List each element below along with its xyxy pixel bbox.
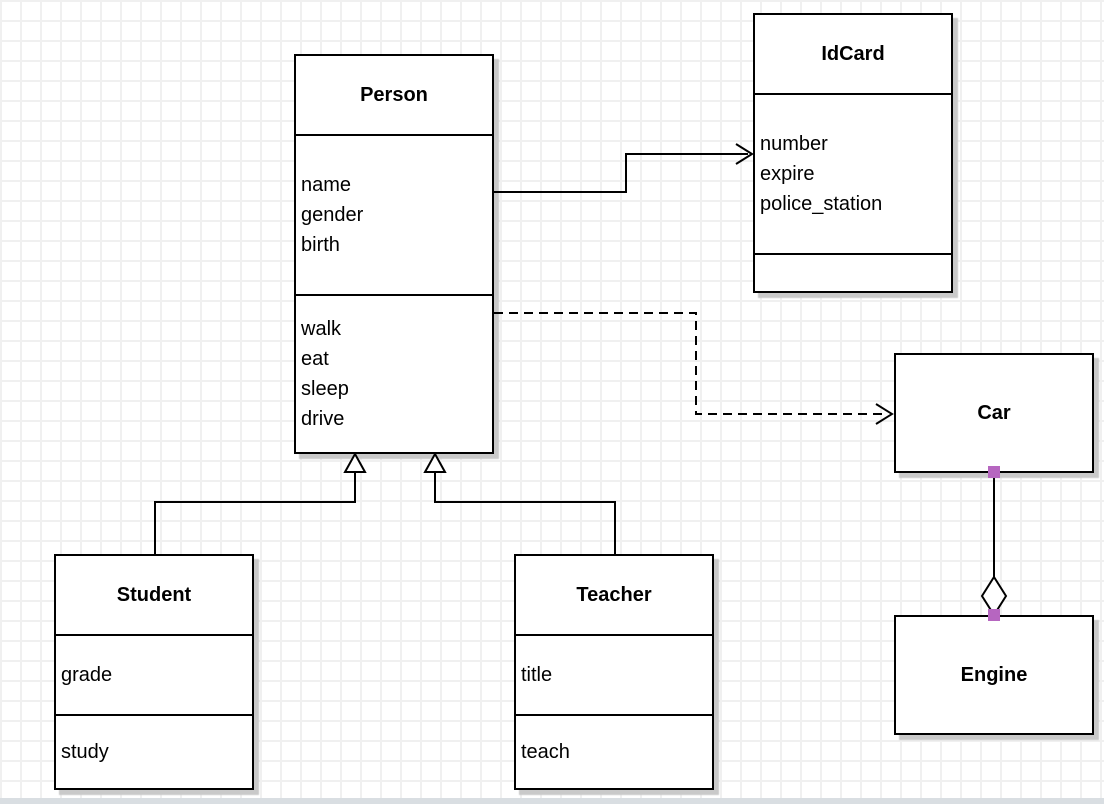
class-teacher[interactable]: Teacher title teach (514, 554, 714, 790)
class-student-methods: study (56, 714, 252, 788)
attribute: grade (61, 664, 113, 686)
class-student[interactable]: Student grade study (54, 554, 254, 790)
method: teach (521, 741, 570, 763)
class-engine-title: Engine (960, 663, 1028, 686)
page-bottom-edge (0, 798, 1104, 804)
class-car[interactable]: Car (894, 353, 1094, 473)
class-teacher-title: Teacher (576, 583, 652, 606)
open-arrowhead-icon (875, 403, 894, 425)
open-arrowhead-icon (735, 143, 754, 165)
class-student-title: Student (116, 583, 192, 606)
class-person-methods: walk eat sleep drive (296, 294, 492, 452)
edge-association-person-idcard[interactable] (494, 143, 754, 193)
method: drive (301, 408, 345, 430)
attribute: name (301, 174, 352, 196)
class-idcard-attributes: number expire police_station (755, 93, 951, 253)
attribute: expire (760, 163, 815, 185)
attribute: title (521, 664, 553, 686)
method: eat (301, 348, 329, 370)
class-student-attributes: grade (56, 634, 252, 714)
class-car-title: Car (977, 401, 1011, 424)
attribute: gender (301, 204, 364, 226)
class-person-title: Person (360, 83, 428, 106)
edge-generalization-student-person[interactable] (154, 451, 367, 554)
attribute: police_station (760, 193, 883, 215)
class-person[interactable]: Person name gender birth walk eat sleep … (294, 54, 494, 454)
hollow-diamond-icon (980, 575, 1008, 617)
class-idcard[interactable]: IdCard number expire police_station (753, 13, 953, 293)
method: walk (301, 318, 342, 340)
hollow-triangle-icon (423, 451, 447, 473)
class-engine[interactable]: Engine (894, 615, 1094, 735)
attribute: number (760, 133, 828, 155)
class-idcard-title: IdCard (821, 42, 885, 65)
class-teacher-attributes: title (516, 634, 712, 714)
edge-aggregation-car-engine[interactable] (980, 466, 1008, 621)
method: study (61, 741, 109, 763)
hollow-triangle-icon (343, 451, 367, 473)
class-teacher-methods: teach (516, 714, 712, 788)
attribute: birth (301, 234, 340, 256)
class-person-attributes: name gender birth (296, 134, 492, 294)
edge-dependency-person-car[interactable] (494, 312, 894, 425)
edge-generalization-teacher-person[interactable] (423, 451, 616, 554)
class-idcard-methods-empty (755, 253, 951, 291)
method: sleep (301, 378, 349, 400)
